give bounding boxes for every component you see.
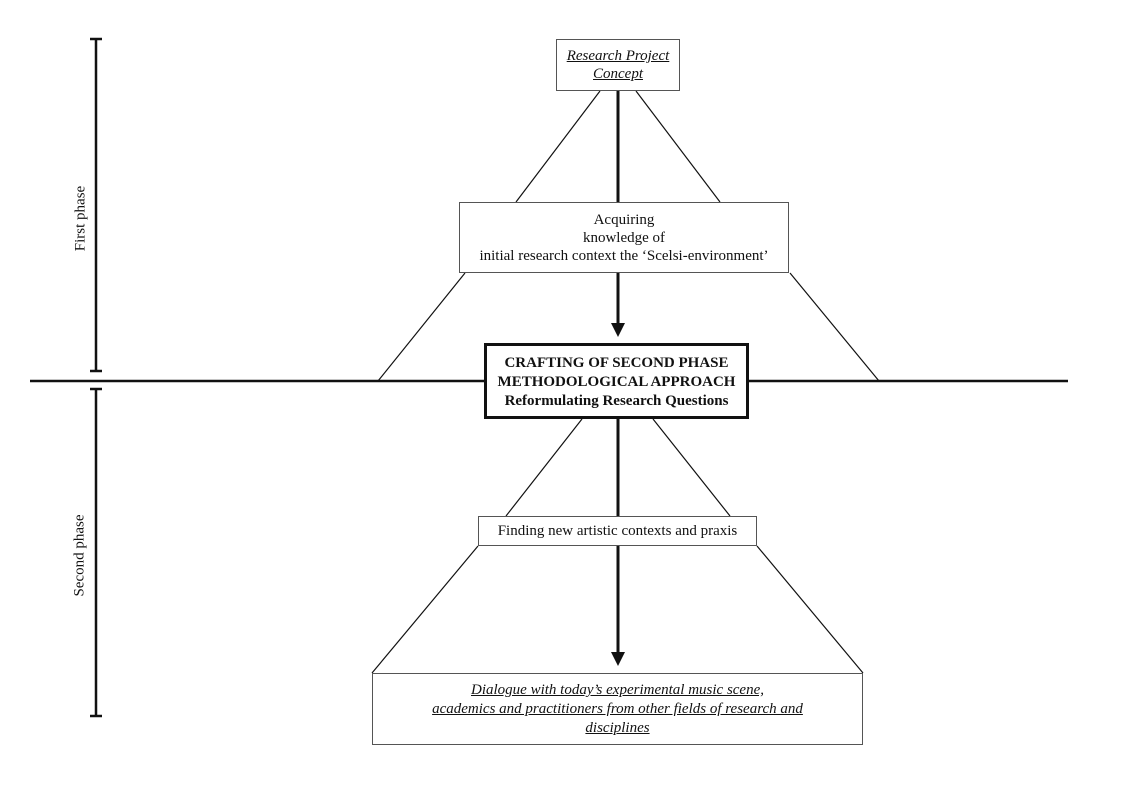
funnel-3-right (652, 418, 731, 517)
first-phase-label: First phase (72, 185, 89, 252)
acquiring-knowledge-box: Acquiring knowledge of initial research … (459, 202, 789, 273)
crafting-line-3: Reformulating Research Questions (504, 393, 729, 409)
research-project-concept-box: Research Project Concept (556, 39, 680, 91)
finding-text: Finding new artistic contexts and praxis (497, 523, 738, 539)
dialogue-line-2: academics and practitioners from other f… (432, 701, 803, 717)
funnel-4-left (371, 545, 479, 674)
funnel-1-right (635, 90, 721, 203)
funnel-3-left (505, 418, 583, 517)
acquiring-line-2: knowledge of (582, 230, 666, 246)
funnel-2-right (789, 272, 880, 382)
concept-line-2: Concept (593, 66, 643, 82)
crafting-methodological-approach-box: CRAFTING OF SECOND PHASE METHODOLOGICAL … (484, 343, 749, 419)
funnel-4-right (756, 545, 864, 674)
acquiring-line-1: Acquiring (593, 212, 655, 228)
second-phase-label: Second phase (71, 514, 88, 597)
funnel-2-left (377, 272, 466, 382)
acquiring-line-3: initial research context the ‘Scelsi-env… (479, 248, 769, 264)
crafting-line-1: CRAFTING OF SECOND PHASE (504, 355, 729, 371)
dialogue-box: Dialogue with today’s experimental music… (372, 673, 863, 745)
finding-new-contexts-box: Finding new artistic contexts and praxis (478, 516, 757, 546)
arrow-4-head (611, 652, 625, 666)
dialogue-line-1: Dialogue with today’s experimental music… (471, 682, 764, 698)
concept-line-1: Research Project (566, 48, 670, 64)
crafting-line-2: METHODOLOGICAL APPROACH (497, 374, 736, 390)
dialogue-line-3: disciplines (585, 720, 650, 736)
arrow-2-head (611, 323, 625, 337)
funnel-1-left (515, 90, 601, 203)
